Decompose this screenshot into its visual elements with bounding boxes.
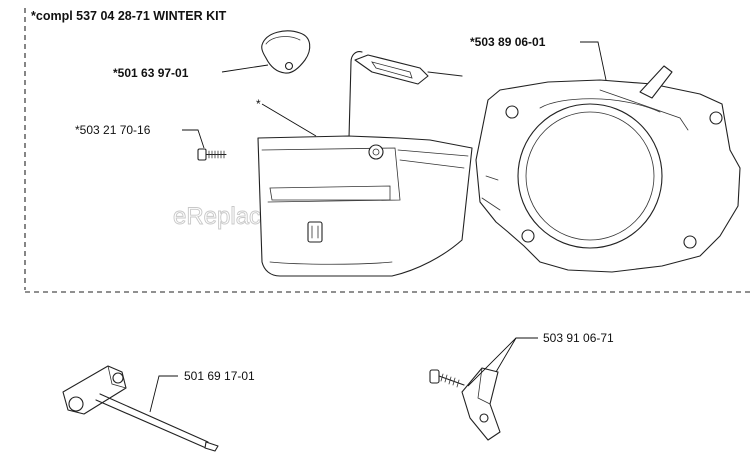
knob-cover-label: *501 63 97-01 <box>113 66 189 80</box>
starter-housing-label: *503 89 06-01 <box>470 35 546 49</box>
starter-housing-leader <box>580 41 607 81</box>
screw-leader <box>182 129 205 149</box>
winter-cover-marker: * <box>256 97 261 111</box>
starter-housing-part <box>475 65 741 273</box>
winter-cover-part <box>257 51 473 277</box>
kit-boundary <box>24 8 750 293</box>
clip-leader-bracket <box>495 337 517 373</box>
clip-bracket-part <box>429 367 501 441</box>
screw-label: *503 21 70-16 <box>75 123 151 137</box>
winter-cover-leader <box>261 103 317 137</box>
kit-title: *compl 537 04 28-71 WINTER KIT <box>31 9 227 23</box>
wrench-label: 501 69 17-01 <box>184 369 255 383</box>
screw-part <box>197 148 227 161</box>
clip-label: 503 91 06-71 <box>543 331 614 345</box>
wrench-leader <box>149 375 178 413</box>
knob-cover-leader <box>221 64 269 73</box>
knob-cover-part <box>261 30 311 74</box>
combination-wrench-part <box>62 365 219 452</box>
